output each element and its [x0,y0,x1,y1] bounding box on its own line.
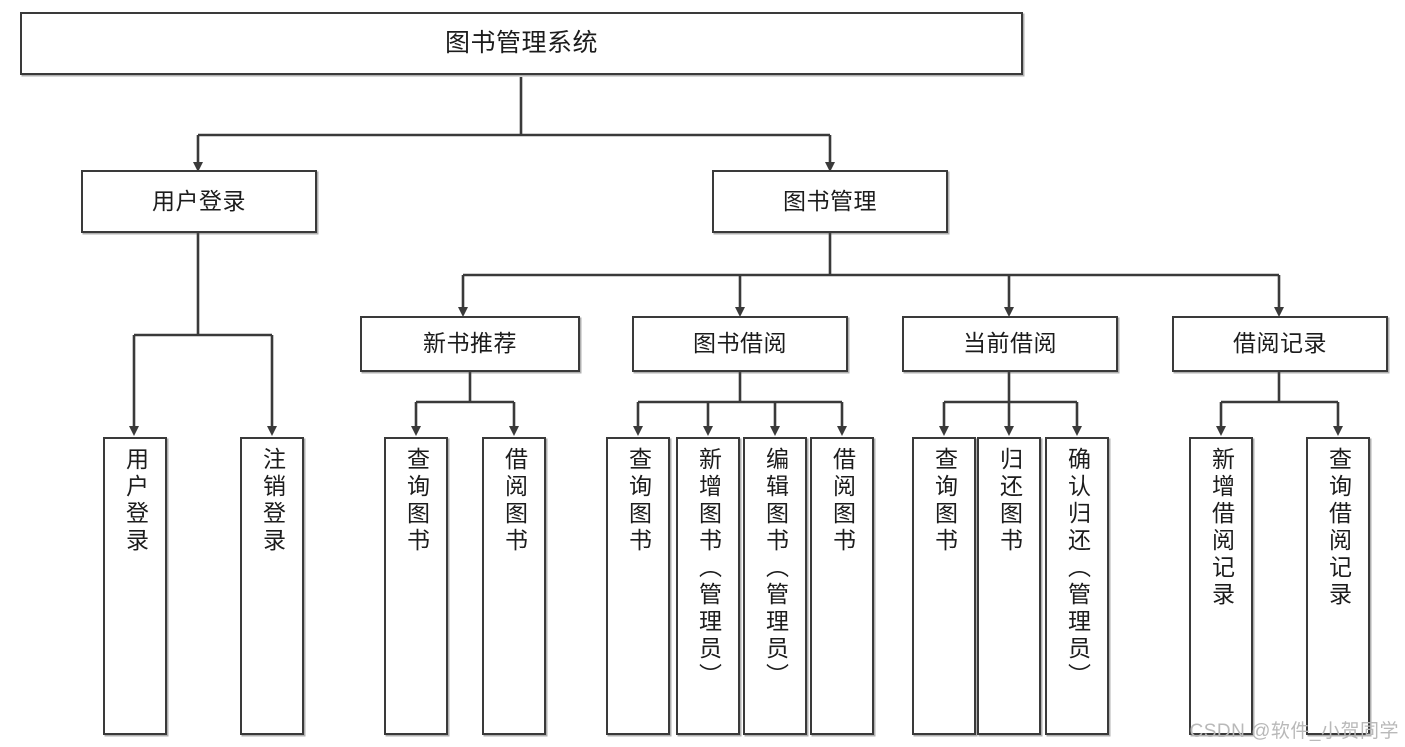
node-label: 新书推荐 [423,330,517,357]
node-borrow-record[interactable]: 借阅记录 [1172,316,1388,372]
leaf-query-book-current[interactable]: 查询图书 [912,437,976,735]
leaf-user-login[interactable]: 用户登录 [103,437,167,735]
node-label: 编辑图书（管理员） [762,447,789,690]
node-label: 借阅图书 [829,447,856,555]
leaf-add-borrow-record[interactable]: 新增借阅记录 [1189,437,1253,735]
node-label: 图书管理系统 [444,28,598,57]
node-new-book-recommend[interactable]: 新书推荐 [360,316,580,372]
node-label: 查询借阅记录 [1325,447,1352,609]
node-book-borrow[interactable]: 图书借阅 [632,316,848,372]
leaf-query-book-borrow[interactable]: 查询图书 [606,437,670,735]
leaf-query-book-recommend[interactable]: 查询图书 [384,437,448,735]
node-label: 图书借阅 [693,330,787,357]
node-user-login[interactable]: 用户登录 [81,170,317,233]
leaf-return-book[interactable]: 归还图书 [977,437,1041,735]
node-label: 图书管理 [783,187,877,214]
node-label: 归还图书 [996,447,1023,555]
leaf-add-book-admin[interactable]: 新增图书（管理员） [676,437,740,735]
node-label: 新增借阅记录 [1208,447,1235,609]
node-root-system[interactable]: 图书管理系统 [20,12,1023,75]
node-label: 用户登录 [152,187,246,214]
node-book-management[interactable]: 图书管理 [712,170,948,233]
node-label: 借阅图书 [501,447,528,555]
node-label: 查询图书 [403,447,430,555]
leaf-confirm-return-admin[interactable]: 确认归还（管理员） [1045,437,1109,735]
watermark-text: CSDN @软件_小贺同学 [1189,721,1399,742]
leaf-borrow-book-recommend[interactable]: 借阅图书 [482,437,546,735]
node-label: 注销登录 [259,447,286,555]
node-label: 确认归还（管理员） [1064,447,1091,690]
node-label: 用户登录 [122,447,149,555]
leaf-user-logout[interactable]: 注销登录 [240,437,304,735]
node-label: 新增图书（管理员） [695,447,722,690]
node-label: 当前借阅 [963,330,1057,357]
node-current-borrow[interactable]: 当前借阅 [902,316,1118,372]
node-label: 查询图书 [625,447,652,555]
leaf-query-borrow-record[interactable]: 查询借阅记录 [1306,437,1370,735]
node-label: 借阅记录 [1233,330,1327,357]
leaf-edit-book-admin[interactable]: 编辑图书（管理员） [743,437,807,735]
leaf-borrow-book[interactable]: 借阅图书 [810,437,874,735]
node-label: 查询图书 [931,447,958,555]
